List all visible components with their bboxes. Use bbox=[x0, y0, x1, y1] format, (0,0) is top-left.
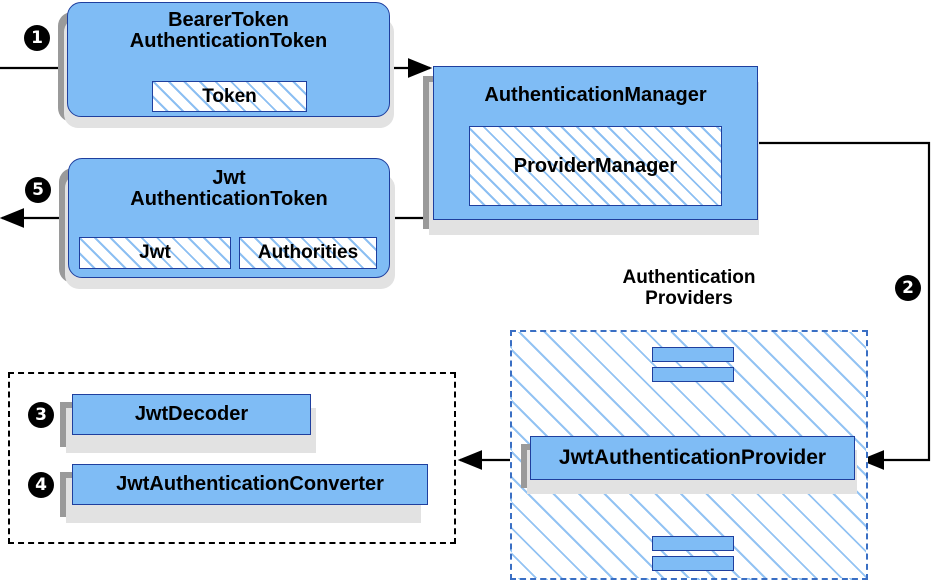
jwt-authentication-provider-box[interactable]: JwtAuthenticationProvider bbox=[530, 436, 855, 480]
jwt-authentication-converter-box[interactable]: JwtAuthenticationConverter bbox=[72, 464, 428, 505]
jwt-token-title-line2: AuthenticationToken bbox=[130, 188, 328, 211]
jwt-slot: Jwt bbox=[79, 237, 231, 269]
provider-stub-bottom-1 bbox=[652, 536, 734, 551]
step-marker-4: 4 bbox=[28, 472, 54, 498]
step-marker-2: 2 bbox=[895, 275, 921, 301]
provider-stub-top-1 bbox=[652, 347, 734, 362]
support-components-region bbox=[8, 372, 456, 544]
authentication-providers-caption: Authentication Providers bbox=[568, 267, 810, 310]
jwt-token-title: Jwt AuthenticationToken bbox=[130, 167, 328, 211]
step-marker-3: 3 bbox=[28, 402, 54, 428]
authentication-manager-box[interactable]: AuthenticationManager ProviderManager bbox=[433, 66, 758, 220]
bearer-token-title-line2: AuthenticationToken bbox=[129, 30, 328, 53]
step-marker-5: 5 bbox=[25, 177, 51, 203]
jwt-authentication-provider-label: JwtAuthenticationProvider bbox=[558, 445, 827, 469]
token-slot: Token bbox=[152, 81, 307, 112]
jwt-authentication-converter-label: JwtAuthenticationConverter bbox=[116, 472, 384, 495]
bearer-token-authentication-token-box[interactable]: BearerToken AuthenticationToken Token bbox=[67, 2, 390, 117]
provider-stub-bottom-2 bbox=[652, 556, 734, 571]
authorities-slot: Authorities bbox=[239, 237, 377, 269]
provider-stub-top-2 bbox=[652, 367, 734, 382]
bearer-token-title: BearerToken AuthenticationToken bbox=[129, 9, 328, 53]
provider-manager-slot: ProviderManager bbox=[469, 126, 722, 206]
jwt-decoder-box[interactable]: JwtDecoder bbox=[72, 394, 311, 435]
jwt-authentication-token-box[interactable]: Jwt AuthenticationToken Jwt Authorities bbox=[68, 158, 390, 278]
authentication-manager-title: AuthenticationManager bbox=[484, 84, 707, 106]
bearer-token-title-line1: BearerToken bbox=[168, 9, 289, 31]
providers-caption-line1: Authentication bbox=[622, 267, 756, 288]
step-marker-1: 1 bbox=[24, 25, 50, 51]
jwt-decoder-label: JwtDecoder bbox=[134, 402, 249, 425]
jwt-token-title-line1: Jwt bbox=[212, 167, 246, 189]
providers-caption-line2: Providers bbox=[645, 287, 733, 309]
